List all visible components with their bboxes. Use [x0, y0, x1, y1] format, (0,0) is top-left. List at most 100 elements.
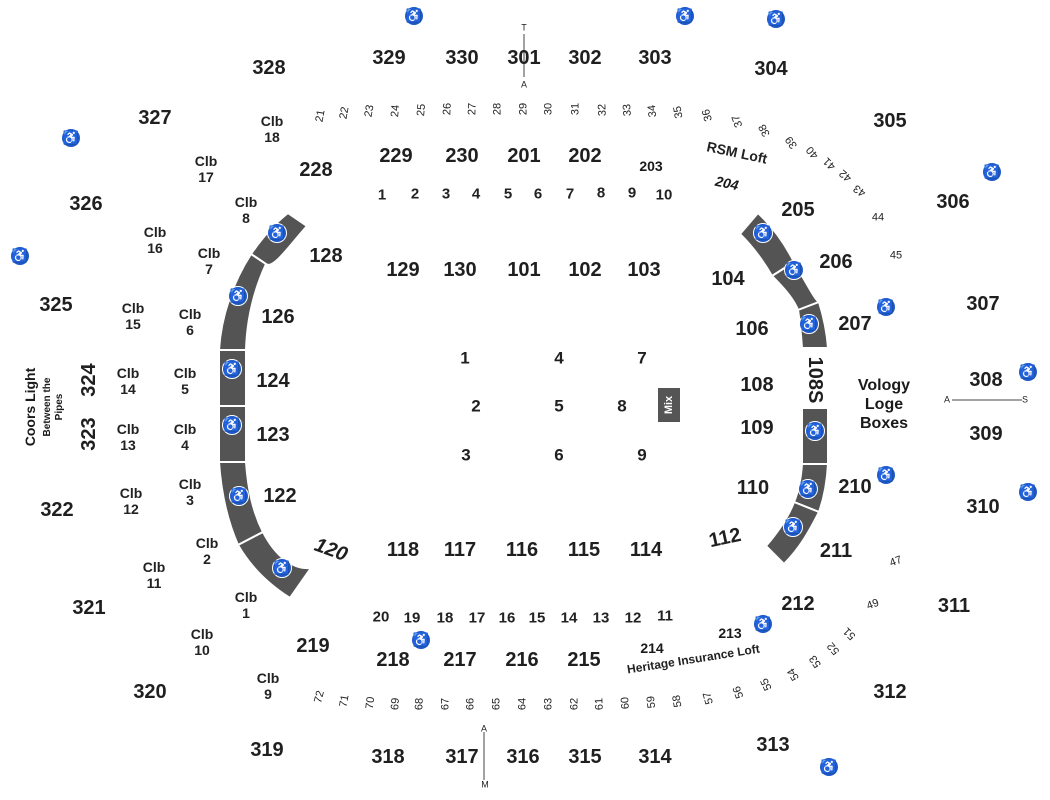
section-212[interactable]: 212 — [781, 593, 815, 615]
section-307[interactable]: 307 — [966, 293, 1000, 315]
row-21[interactable]: 21 — [313, 108, 328, 123]
section-319[interactable]: 319 — [250, 739, 284, 761]
club-box-17[interactable]: Clb 17 — [195, 153, 218, 185]
club-box-18[interactable]: Clb 18 — [261, 113, 284, 145]
section-214[interactable]: 214 — [640, 640, 664, 656]
row-70[interactable]: 70 — [363, 696, 378, 710]
section-106[interactable]: 106 — [735, 318, 769, 340]
suite-6[interactable]: 6 — [533, 185, 543, 203]
section-115[interactable]: 115 — [567, 539, 601, 561]
suite-11[interactable]: 11 — [657, 607, 673, 625]
section-207[interactable]: 207 — [838, 313, 872, 335]
section-108[interactable]: 108 — [740, 374, 774, 396]
suite-1[interactable]: 1 — [377, 186, 387, 204]
section-101[interactable]: 101 — [507, 259, 541, 281]
row-61[interactable]: 61 — [593, 697, 606, 711]
section-312[interactable]: 312 — [873, 681, 907, 703]
suite-19[interactable]: 19 — [403, 609, 421, 627]
row-31[interactable]: 31 — [569, 102, 582, 116]
row-71[interactable]: 71 — [337, 693, 352, 708]
section-108s[interactable]: 108S — [804, 356, 826, 404]
section-316[interactable]: 316 — [506, 746, 540, 768]
section-102[interactable]: 102 — [568, 259, 602, 281]
club-box-12[interactable]: Clb 12 — [120, 485, 143, 517]
club-box-1[interactable]: Clb 1 — [235, 589, 258, 621]
suite-2[interactable]: 2 — [410, 185, 420, 203]
row-44[interactable]: 44 — [871, 211, 885, 224]
section-109[interactable]: 109 — [740, 417, 774, 439]
floor-4[interactable]: 4 — [554, 348, 564, 368]
section-217[interactable]: 217 — [443, 649, 477, 671]
row-23[interactable]: 23 — [362, 103, 377, 118]
club-box-11[interactable]: Clb 11 — [143, 559, 166, 591]
section-325[interactable]: 325 — [39, 294, 73, 316]
section-122[interactable]: 122 — [263, 485, 297, 507]
row-63[interactable]: 63 — [542, 697, 555, 711]
section-308[interactable]: 308 — [969, 369, 1003, 391]
row-33[interactable]: 33 — [621, 103, 634, 117]
section-219[interactable]: 219 — [296, 635, 330, 657]
section-305[interactable]: 305 — [873, 110, 907, 132]
section-202[interactable]: 202 — [568, 145, 602, 167]
section-317[interactable]: 317 — [445, 746, 479, 768]
club-box-9[interactable]: Clb 9 — [257, 670, 280, 702]
club-box-2[interactable]: Clb 2 — [196, 535, 219, 567]
suite-18[interactable]: 18 — [436, 609, 454, 627]
section-201[interactable]: 201 — [507, 145, 541, 167]
section-124[interactable]: 124 — [256, 370, 290, 392]
floor-2[interactable]: 2 — [471, 396, 481, 416]
section-229[interactable]: 229 — [379, 145, 413, 167]
row-60[interactable]: 60 — [619, 696, 632, 710]
floor-3[interactable]: 3 — [461, 445, 471, 465]
suite-3[interactable]: 3 — [441, 185, 451, 203]
row-32[interactable]: 32 — [596, 103, 609, 117]
suite-5[interactable]: 5 — [503, 185, 513, 203]
section-315[interactable]: 315 — [568, 746, 602, 768]
floor-5[interactable]: 5 — [554, 396, 564, 416]
suite-15[interactable]: 15 — [528, 609, 546, 627]
coors-light-label[interactable]: Coors Light — [22, 367, 38, 447]
row-69[interactable]: 69 — [389, 697, 402, 711]
floor-8[interactable]: 8 — [617, 396, 627, 416]
section-321[interactable]: 321 — [72, 597, 106, 619]
row-45[interactable]: 45 — [889, 249, 903, 262]
suite-7[interactable]: 7 — [565, 185, 575, 203]
row-35[interactable]: 35 — [671, 105, 686, 120]
section-306[interactable]: 306 — [936, 191, 970, 213]
section-215[interactable]: 215 — [567, 649, 601, 671]
section-116[interactable]: 116 — [505, 539, 539, 561]
section-205[interactable]: 205 — [781, 199, 815, 221]
section-330[interactable]: 330 — [445, 47, 479, 69]
suite-13[interactable]: 13 — [592, 609, 610, 627]
club-box-13[interactable]: Clb 13 — [117, 421, 140, 453]
section-313[interactable]: 313 — [756, 734, 790, 756]
section-104[interactable]: 104 — [711, 268, 745, 290]
section-302[interactable]: 302 — [568, 47, 602, 69]
club-box-6[interactable]: Clb 6 — [179, 306, 202, 338]
section-211[interactable]: 211 — [819, 540, 853, 562]
row-22[interactable]: 22 — [337, 105, 352, 120]
floor-9[interactable]: 9 — [637, 445, 647, 465]
section-303[interactable]: 303 — [638, 47, 672, 69]
section-117[interactable]: 117 — [443, 539, 477, 561]
suite-14[interactable]: 14 — [560, 609, 578, 627]
section-320[interactable]: 320 — [133, 681, 167, 703]
section-118[interactable]: 118 — [386, 539, 420, 561]
section-230[interactable]: 230 — [445, 145, 479, 167]
club-box-3[interactable]: Clb 3 — [179, 476, 202, 508]
section-324[interactable]: 324 — [78, 363, 100, 397]
section-326[interactable]: 326 — [69, 193, 103, 215]
section-314[interactable]: 314 — [638, 746, 672, 768]
section-323[interactable]: 323 — [78, 417, 100, 451]
row-25[interactable]: 25 — [414, 103, 429, 117]
section-301[interactable]: 301 — [507, 47, 541, 69]
section-329[interactable]: 329 — [372, 47, 406, 69]
suite-9[interactable]: 9 — [627, 184, 637, 202]
suite-16[interactable]: 16 — [498, 609, 516, 627]
row-59[interactable]: 59 — [644, 695, 659, 709]
section-228[interactable]: 228 — [299, 159, 333, 181]
suite-17[interactable]: 17 — [468, 609, 486, 627]
floor-6[interactable]: 6 — [554, 445, 564, 465]
section-203[interactable]: 203 — [639, 158, 663, 174]
section-103[interactable]: 103 — [627, 259, 661, 281]
